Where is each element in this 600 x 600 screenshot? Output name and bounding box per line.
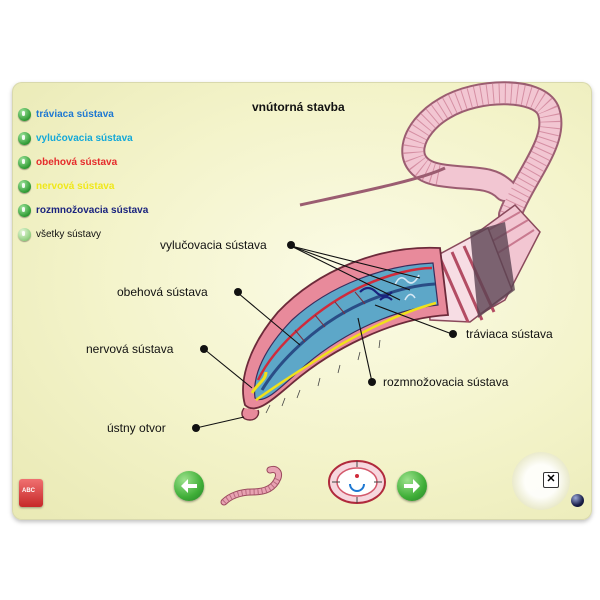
callout-dot	[200, 345, 208, 353]
legend-label: všetky sústavy	[36, 228, 102, 240]
page-title: vnútorná stavba	[252, 100, 345, 114]
worm-mouth	[241, 407, 260, 421]
legend-item-nervova[interactable]: nervová sústava	[18, 174, 148, 198]
nerve-cord	[255, 301, 437, 402]
legend-label: tráviaca sústava	[36, 108, 114, 120]
close-button[interactable]: ✕	[543, 472, 559, 488]
reproductive-organs	[359, 286, 393, 301]
logo-text: ABC	[22, 488, 35, 494]
legend-label: obehová sústava	[36, 156, 118, 168]
excretory-organs	[394, 274, 420, 301]
legend-item-vylucovacia[interactable]: vylučovacia sústava	[18, 126, 148, 150]
legend-label: vylučovacia sústava	[36, 132, 133, 144]
bullet-icon	[18, 179, 31, 193]
callout-dot	[449, 330, 457, 338]
arrow-left-icon	[181, 479, 197, 493]
bullet-icon	[18, 203, 31, 217]
system-legend: tráviaca sústava vylučovacia sústava obe…	[18, 102, 148, 246]
callout-obehova: obehová sústava	[117, 285, 208, 299]
abc-logo[interactable]: ABC	[19, 479, 43, 507]
legend-item-obehova[interactable]: obehová sústava	[18, 150, 148, 174]
close-ring	[512, 452, 570, 510]
callout-dot	[234, 288, 242, 296]
leader-lines	[195, 245, 453, 429]
legend-item-vsetky[interactable]: všetky sústavy	[18, 222, 148, 246]
digestive-tract	[260, 282, 436, 391]
cross-section-thumbnail[interactable]	[326, 458, 388, 506]
bullet-icon	[18, 131, 31, 145]
legend-label: nervová sústava	[36, 180, 115, 192]
worm-tail-end	[299, 166, 446, 207]
worm-thumbnail[interactable]	[218, 462, 290, 508]
prev-button[interactable]	[174, 471, 204, 501]
legend-item-rozmnozovacia[interactable]: rozmnožovacia sústava	[18, 198, 148, 222]
bullet-icon	[18, 155, 31, 169]
callout-nervova: nervová sústava	[86, 342, 174, 356]
next-button[interactable]	[397, 471, 427, 501]
callout-dot	[287, 241, 295, 249]
callout-rozmnozovacia: rozmnožovacia sústava	[383, 375, 509, 389]
bullet-icon	[18, 227, 31, 241]
arrow-right-icon	[404, 479, 420, 493]
callout-dot	[368, 378, 376, 386]
callout-ustny-otvor: ústny otvor	[107, 421, 166, 435]
ball-icon	[571, 494, 584, 507]
bullet-icon	[18, 107, 31, 121]
legend-label: rozmnožovacia sústava	[36, 204, 149, 216]
blood-vessel	[256, 266, 433, 381]
callout-vylucovacia: vylučovacia sústava	[160, 238, 267, 252]
callout-traviaca: tráviaca sústava	[466, 327, 553, 341]
legend-item-traviaca[interactable]: tráviaca sústava	[18, 102, 148, 126]
callout-dot	[192, 424, 200, 432]
